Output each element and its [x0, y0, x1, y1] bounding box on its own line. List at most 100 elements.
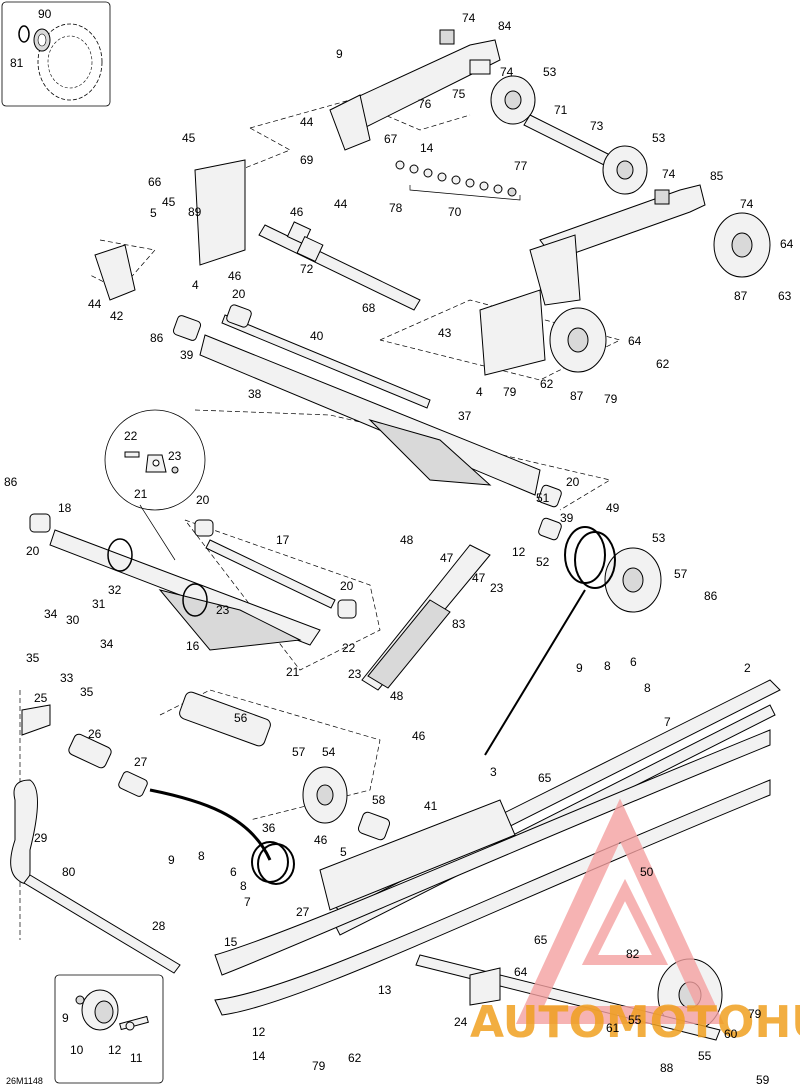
- callout-label: 65: [538, 771, 552, 785]
- rear-lower-shaft: [21, 691, 391, 974]
- callout-label: 55: [698, 1049, 712, 1063]
- callout-label: 6: [230, 865, 237, 879]
- callout-label: 31: [92, 597, 106, 611]
- callout-label: 62: [348, 1051, 362, 1065]
- callout-label: 54: [322, 745, 336, 759]
- callout-label: 34: [100, 637, 114, 651]
- callout-label: 67: [384, 132, 398, 146]
- callout-label: 12: [108, 1043, 122, 1057]
- callout-label: 7: [664, 715, 671, 729]
- callout-label: 53: [652, 531, 666, 545]
- front-arm: [172, 304, 562, 541]
- callout-label: 48: [400, 533, 414, 547]
- inset-sprocket: [1, 1, 111, 107]
- callout-label: 42: [110, 309, 124, 323]
- inset-idler-bracket: [54, 974, 164, 1084]
- callout-label: 20: [196, 493, 210, 507]
- callout-label: 27: [296, 905, 310, 919]
- callout-label: 44: [88, 297, 102, 311]
- callout-label: 86: [150, 331, 164, 345]
- callout-label: 8: [240, 879, 247, 893]
- callout-label: 49: [606, 501, 620, 515]
- callout-label: 84: [498, 19, 512, 33]
- callout-label: 74: [462, 11, 476, 25]
- callout-label: 2: [744, 661, 751, 675]
- callout-label: 17: [276, 533, 290, 547]
- callout-label: 44: [300, 115, 314, 129]
- callout-label: 44: [334, 197, 348, 211]
- callout-label: 61: [606, 1021, 620, 1035]
- diagram-code: 26M1148: [6, 1076, 43, 1086]
- callout-label: 81: [10, 56, 24, 70]
- callout-label: 50: [640, 865, 654, 879]
- callout-label: 14: [420, 141, 434, 155]
- callout-label: 79: [748, 1007, 762, 1021]
- upper-wheel-axles: [329, 29, 706, 306]
- callout-label: 87: [734, 289, 748, 303]
- callout-label: 11: [130, 1051, 143, 1065]
- springs: [10, 779, 295, 885]
- callout-label: 56: [234, 711, 248, 725]
- callout-label: 64: [514, 965, 528, 979]
- callout-label: 27: [134, 755, 148, 769]
- callout-label: 35: [80, 685, 94, 699]
- callout-label: 58: [372, 793, 386, 807]
- callout-label: 74: [662, 167, 676, 181]
- callout-label: 77: [514, 159, 528, 173]
- callout-label: 5: [150, 206, 157, 220]
- callout-label: 70: [448, 205, 462, 219]
- callout-label: 72: [300, 262, 314, 276]
- detail-circle: [104, 409, 206, 561]
- callout-label: 22: [124, 429, 138, 443]
- callout-label: 9: [168, 853, 175, 867]
- rear-arm: [29, 513, 357, 651]
- callout-label: 62: [540, 377, 554, 391]
- callout-label: 9: [336, 47, 343, 61]
- callout-label: 71: [554, 103, 568, 117]
- callout-label: 45: [182, 131, 196, 145]
- callout-label: 16: [186, 639, 200, 653]
- callout-label: 47: [440, 551, 454, 565]
- callout-label: 57: [292, 745, 306, 759]
- callout-label: 40: [310, 329, 324, 343]
- callout-label: 4: [192, 278, 199, 292]
- callout-label: 46: [290, 205, 304, 219]
- idler-wheels: [302, 75, 771, 1032]
- callout-label: 76: [418, 97, 432, 111]
- callout-label: 55: [628, 1013, 642, 1027]
- callout-label: 86: [4, 475, 18, 489]
- callout-label: 75: [452, 87, 466, 101]
- callout-label: 57: [674, 567, 688, 581]
- callout-label: 7: [244, 895, 251, 909]
- shafts: [258, 114, 611, 311]
- callout-label: 41: [424, 799, 438, 813]
- callout-label: 86: [704, 589, 718, 603]
- callout-label: 80: [62, 865, 76, 879]
- callout-label: 20: [26, 544, 40, 558]
- callout-label: 74: [500, 65, 514, 79]
- callout-label: 87: [570, 389, 584, 403]
- callout-label: 15: [224, 935, 238, 949]
- callout-label: 48: [390, 689, 404, 703]
- callout-label: 21: [286, 665, 300, 679]
- callout-label: 78: [389, 201, 403, 215]
- callout-label: 10: [70, 1043, 84, 1057]
- callout-label: 28: [152, 919, 166, 933]
- callout-label: 33: [60, 671, 74, 685]
- callout-label: 29: [34, 831, 48, 845]
- callout-label: 8: [644, 681, 651, 695]
- callout-label: 37: [458, 409, 472, 423]
- callout-label: 46: [412, 729, 426, 743]
- callout-label: 79: [503, 385, 517, 399]
- callout-label: 23: [216, 603, 230, 617]
- watermark-logo: AUTOMOTOHUB: [470, 798, 800, 1048]
- callout-label: 88: [660, 1061, 674, 1075]
- callout-label: 3: [490, 765, 497, 779]
- callout-label: 63: [778, 289, 792, 303]
- callout-label: 60: [724, 1027, 738, 1041]
- callout-label: 12: [512, 545, 526, 559]
- callout-label: 85: [710, 169, 724, 183]
- callout-label: 9: [576, 661, 583, 675]
- callout-label: 26: [88, 727, 102, 741]
